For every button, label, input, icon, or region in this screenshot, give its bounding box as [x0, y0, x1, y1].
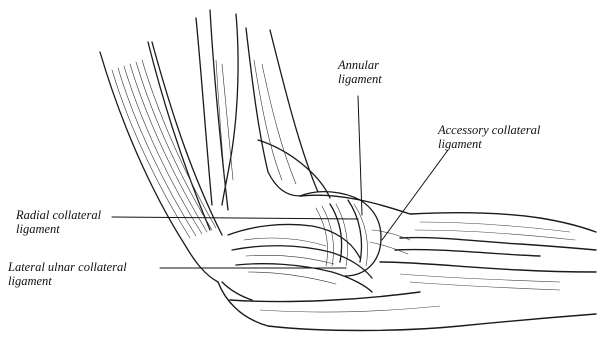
upper-arm-muscles	[100, 10, 330, 282]
radial-label-line2: ligament	[16, 222, 101, 236]
leader-lines	[112, 96, 448, 268]
elbow-joint	[222, 192, 381, 300]
annular-label-line2: ligament	[338, 72, 382, 86]
lateral-ulnar-label-line1: Lateral ulnar collateral	[8, 260, 127, 274]
ligament-hatching	[244, 204, 410, 284]
annular-leader-line	[358, 96, 362, 215]
radial-collateral-ligament-label: Radial collateral ligament	[16, 208, 101, 236]
accessory-collateral-ligament-label: Accessory collateral ligament	[438, 123, 540, 151]
annular-label-line1: Annular	[338, 58, 382, 72]
accessory-leader-line	[382, 150, 448, 240]
lateral-ulnar-label-line2: ligament	[8, 274, 127, 288]
annular-ligament-label: Annular ligament	[338, 58, 382, 86]
muscle-hatching	[112, 60, 296, 238]
accessory-label-line2: ligament	[438, 137, 540, 151]
radial-label-line1: Radial collateral	[16, 208, 101, 222]
lateral-ulnar-collateral-ligament-label: Lateral ulnar collateral ligament	[8, 260, 127, 288]
accessory-label-line1: Accessory collateral	[438, 123, 540, 137]
forearm	[218, 195, 596, 330]
